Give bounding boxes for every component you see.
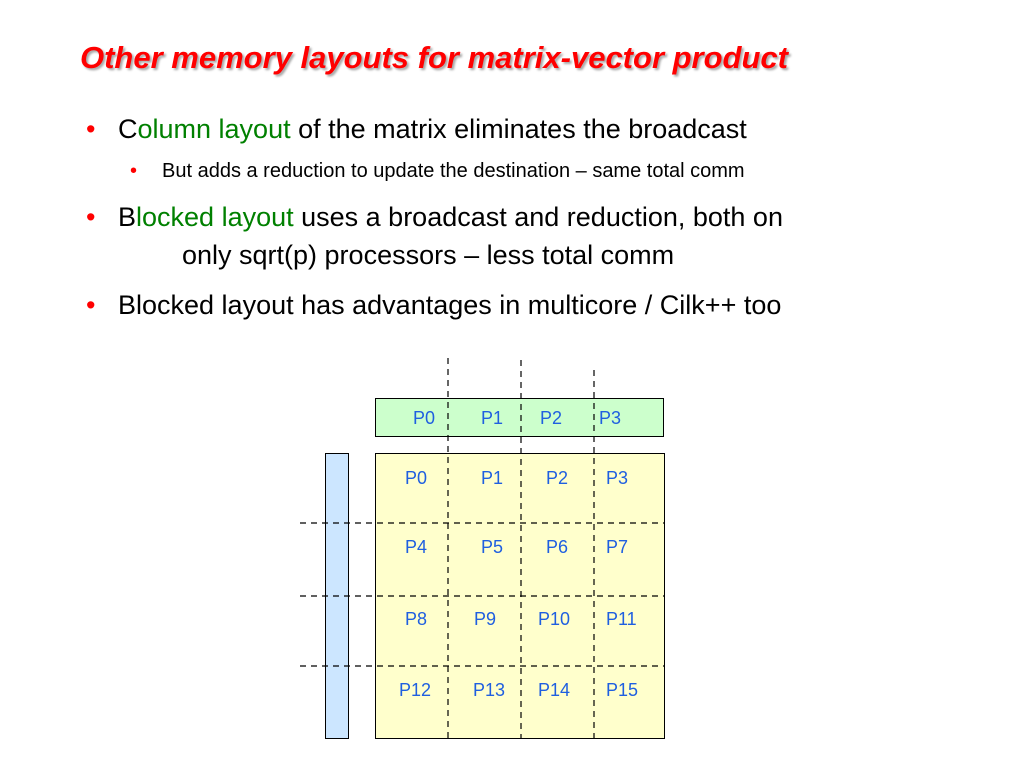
matrix-proc-label: P9 xyxy=(474,609,497,629)
bullet-highlight: locked layout xyxy=(136,202,294,232)
bullet-prefix: C xyxy=(118,114,138,144)
matrix-proc-label: P12 xyxy=(399,680,432,700)
bullet-marker: • xyxy=(86,202,96,232)
matrix-proc-label: P2 xyxy=(546,468,569,488)
bullet-marker: • xyxy=(86,290,96,320)
source-vector-box xyxy=(375,398,664,437)
matrix-proc-label: P11 xyxy=(606,609,637,629)
matrix-proc-label: P8 xyxy=(405,609,428,629)
matrix-proc-label: P6 xyxy=(546,537,569,557)
matrix-proc-label: P1 xyxy=(481,468,504,488)
slide-title: Other memory layouts for matrix-vector p… xyxy=(80,40,788,75)
bullet-marker: • xyxy=(86,114,96,144)
bullet-item-column-layout: Column layout of the matrix eliminates t… xyxy=(118,114,747,145)
matrix-proc-label: P7 xyxy=(606,537,629,557)
matrix-proc-label: P3 xyxy=(606,468,629,488)
vector-proc-label: P1 xyxy=(481,408,504,428)
matrix-proc-label: P14 xyxy=(538,680,571,700)
bullet-item-multicore: Blocked layout has advantages in multico… xyxy=(118,290,782,320)
bullet-item-blocked-layout: Blocked layout uses a broadcast and redu… xyxy=(118,202,783,233)
matrix-proc-label: P5 xyxy=(481,537,504,557)
matrix-proc-label: P15 xyxy=(606,680,639,700)
vector-proc-label: P0 xyxy=(413,408,436,428)
matrix-proc-label: P0 xyxy=(405,468,428,488)
sub-bullet-marker: • xyxy=(130,160,138,182)
matrix-proc-label: P10 xyxy=(538,609,571,629)
sub-bullet-item-reduction: But adds a reduction to update the desti… xyxy=(162,160,745,182)
vector-proc-label: P2 xyxy=(540,408,563,428)
matrix-proc-label: P13 xyxy=(473,680,506,700)
bullet-continuation: only sqrt(p) processors – less total com… xyxy=(182,240,675,270)
bullet-rest: of the matrix eliminates the broadcast xyxy=(290,114,747,144)
vector-proc-label: P3 xyxy=(599,408,622,428)
bullet-prefix: B xyxy=(118,202,137,232)
bullet-rest: uses a broadcast and reduction, both on xyxy=(293,202,783,232)
matrix-proc-label: P4 xyxy=(405,537,428,557)
bullet-highlight: olumn layout xyxy=(137,114,291,144)
